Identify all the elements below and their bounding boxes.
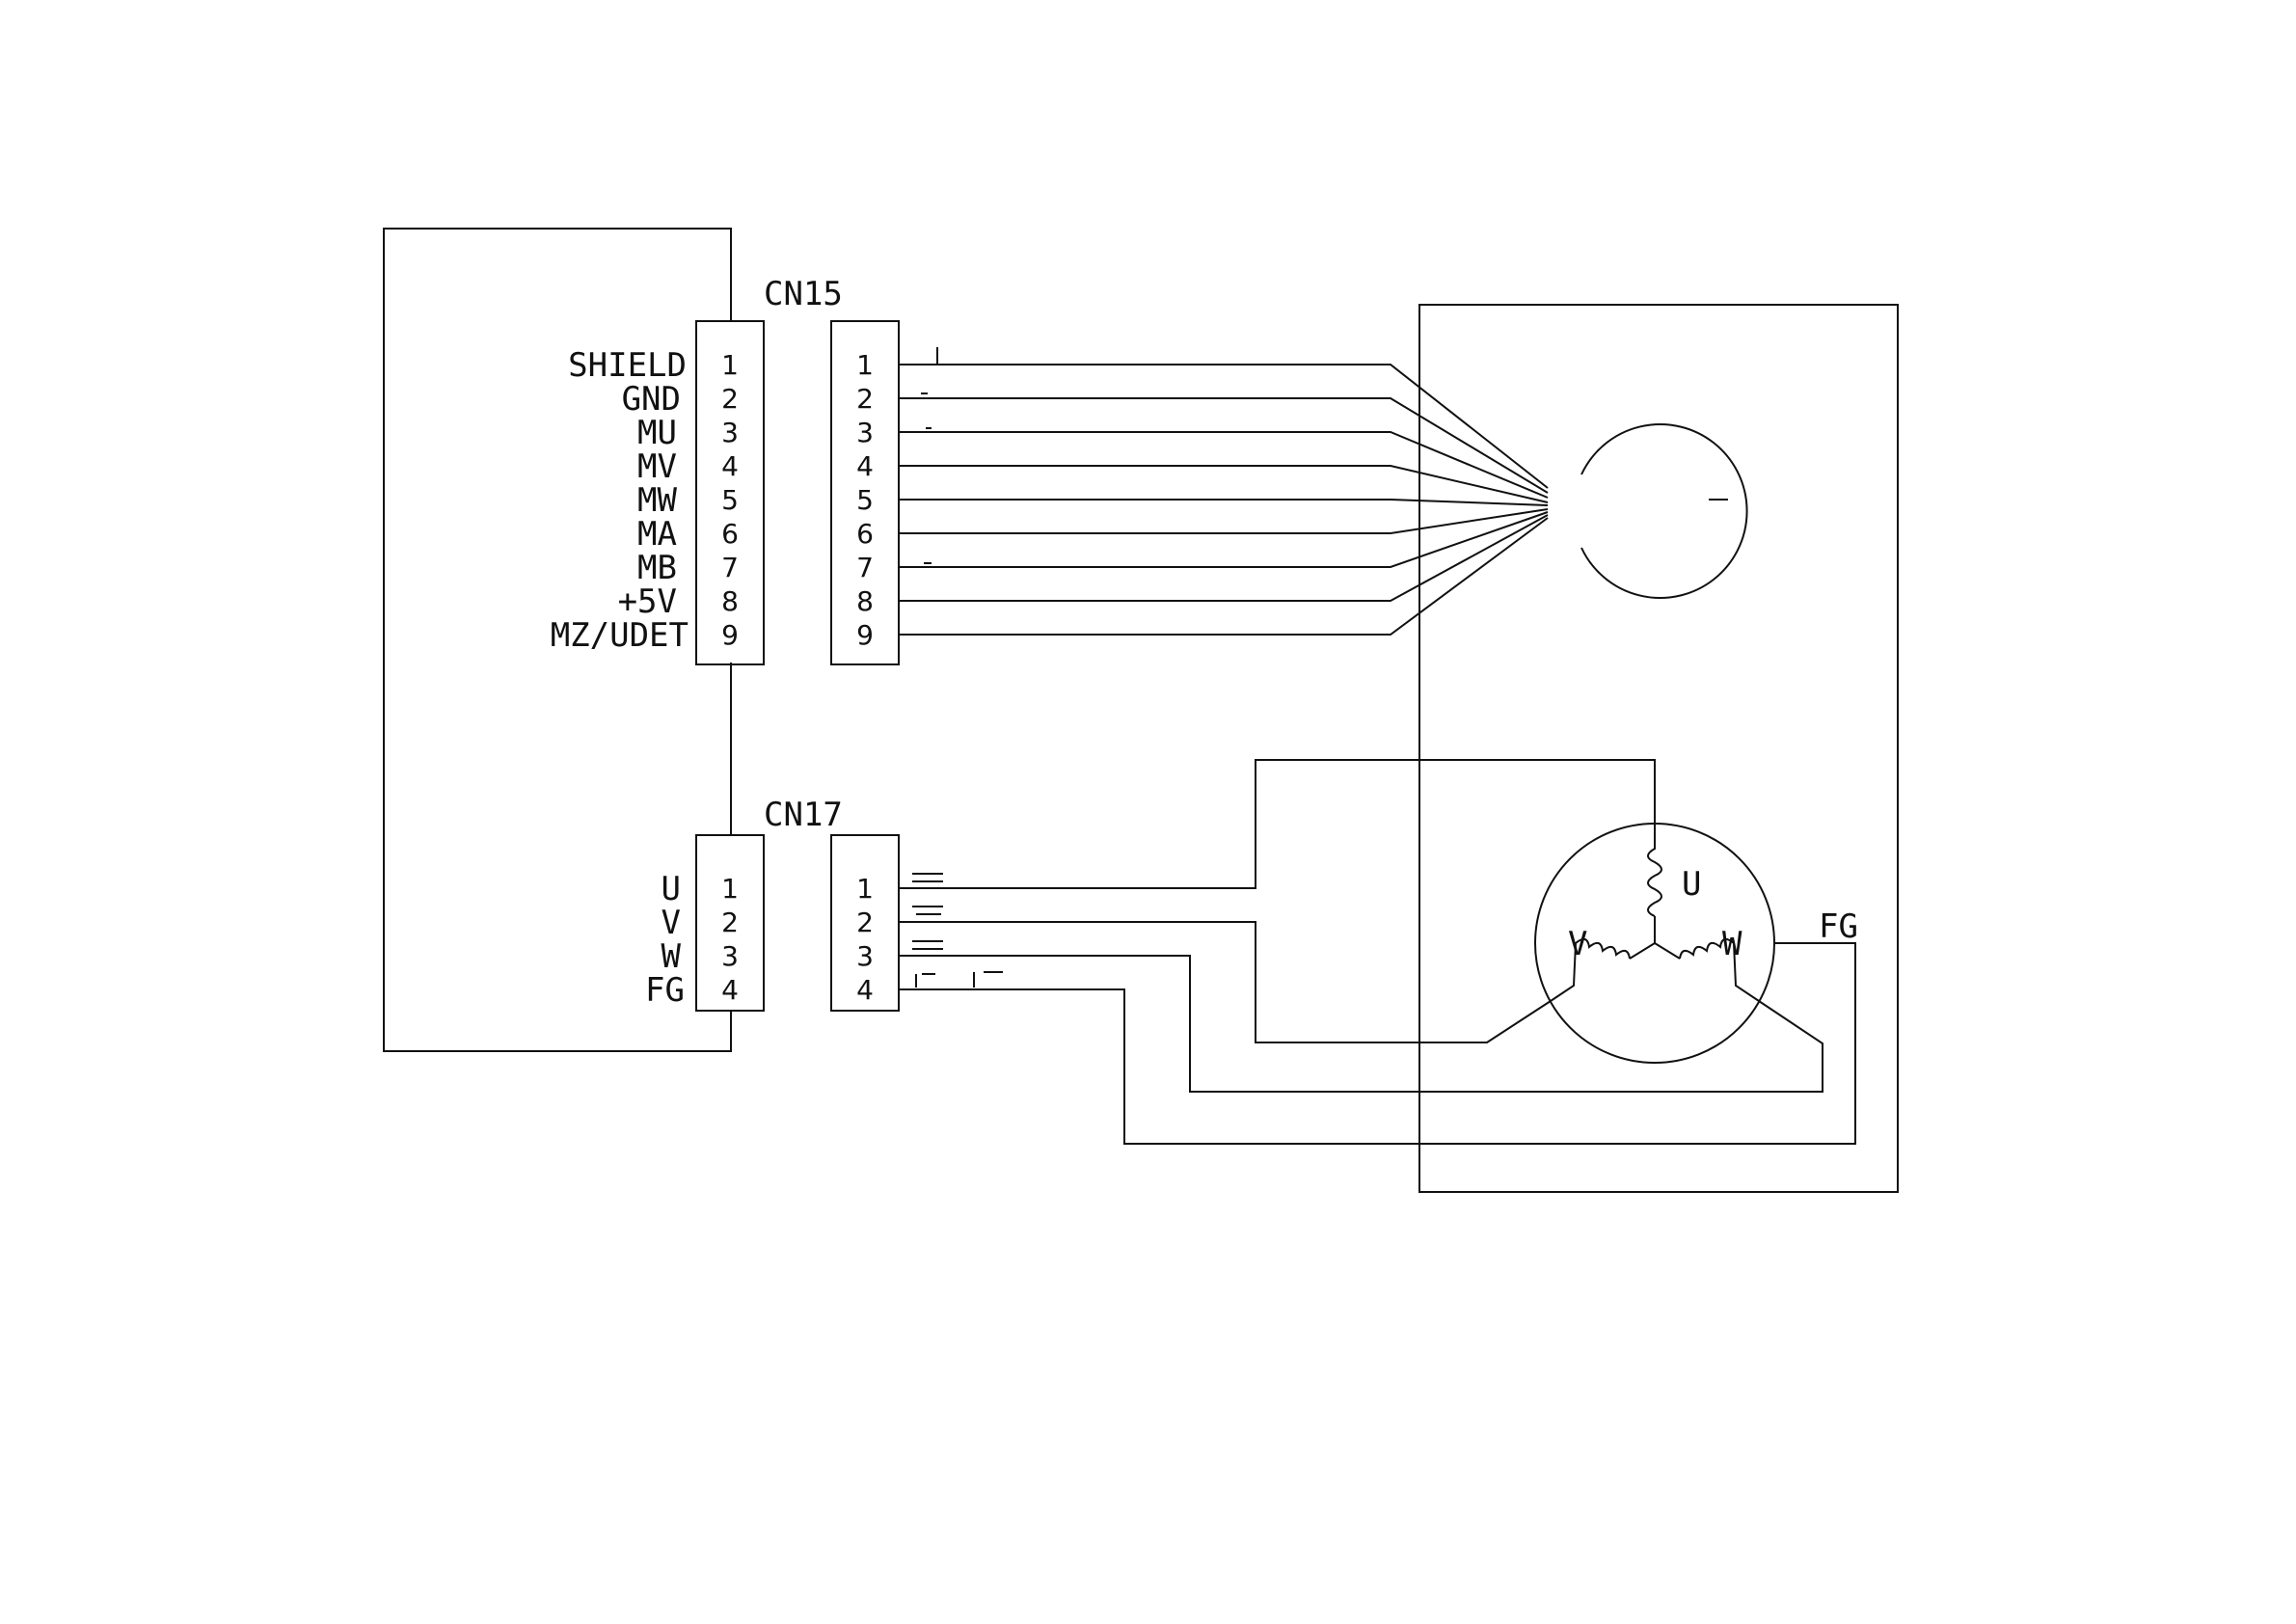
phase-u-label: U xyxy=(1682,865,1701,904)
coil-w xyxy=(1680,939,1759,1001)
cn15-plug-pins: 1 2 3 4 5 6 7 8 9 xyxy=(856,349,874,651)
frame-ground-label: FG xyxy=(1819,907,1858,946)
cn15-signal-mv: MV xyxy=(637,447,677,486)
cn17-signal-fg: FG xyxy=(645,971,685,1010)
encoder-wire xyxy=(937,518,1548,635)
wire-w xyxy=(1003,956,1823,1092)
cn15-signal-mw: MW xyxy=(637,481,677,520)
cn15-r-pin: 2 xyxy=(721,383,739,415)
cn15-p-pin: 8 xyxy=(856,585,874,617)
cn15-signal-labels: SHIELD GND MU MV MW MA MB +5V MZ/UDET xyxy=(551,346,689,655)
cn17-r-pin: 3 xyxy=(721,940,739,972)
encoder-disc xyxy=(1581,424,1747,598)
cn17-r-pin: 2 xyxy=(721,907,739,938)
cn15-r-pin: 5 xyxy=(721,484,739,516)
cn17-p-pin: 4 xyxy=(856,974,874,1006)
cn15-r-pin: 3 xyxy=(721,417,739,448)
power-wires xyxy=(899,760,1855,1144)
cn17-p-pin: 2 xyxy=(856,907,874,938)
cn15-receptacle-pins: 1 2 3 4 5 6 7 8 9 xyxy=(721,349,739,651)
cn15-p-pin: 1 xyxy=(856,349,874,381)
cn17-r-pin: 4 xyxy=(721,974,739,1006)
cn15-r-pin: 8 xyxy=(721,585,739,617)
phase-w-label: W xyxy=(1722,925,1742,963)
cn15-p-pin: 2 xyxy=(856,383,874,415)
cn15-signal-mb: MB xyxy=(637,549,677,587)
cn15-signal-gnd: GND xyxy=(622,380,681,419)
cn15-r-pin: 9 xyxy=(721,619,739,651)
cn17-p-pin: 3 xyxy=(856,940,874,972)
encoder-wire xyxy=(937,515,1548,601)
cn17-receptacle-pins: 1 2 3 4 xyxy=(721,873,739,1006)
cn15-r-pin: 4 xyxy=(721,450,739,482)
cn15-p-pin: 5 xyxy=(856,484,874,516)
cn15-signal-ma: MA xyxy=(637,515,677,554)
motor-enclosure xyxy=(1419,305,1898,1192)
coil-v xyxy=(1551,939,1630,1001)
cn17-signal-v: V xyxy=(662,904,681,942)
cn15-signal-mu: MU xyxy=(637,414,677,452)
cn15-title: CN15 xyxy=(764,275,843,313)
cn15-p-pin: 3 xyxy=(856,417,874,448)
cn15-r-pin: 7 xyxy=(721,552,739,583)
encoder-wire xyxy=(937,500,1548,505)
cn15-p-pin: 9 xyxy=(856,619,874,651)
encoder-wire xyxy=(937,509,1548,533)
cn17-title: CN17 xyxy=(764,796,843,834)
coil-u xyxy=(1648,827,1661,916)
wire-u xyxy=(1003,760,1655,888)
cn15-signal-mz-udet: MZ/UDET xyxy=(551,616,689,655)
cn15-p-pin: 6 xyxy=(856,518,874,550)
wire-v xyxy=(1003,922,1551,1042)
cn15-wire-stubs xyxy=(899,347,937,635)
cn15-signal-5v: +5V xyxy=(618,582,677,621)
cn17-wire-stubs xyxy=(899,874,1003,988)
motor-windings xyxy=(1551,827,1759,1001)
cn15-p-pin: 7 xyxy=(856,552,874,583)
cn17-plug-pins: 1 2 3 4 xyxy=(856,873,874,1006)
phase-v-label: V xyxy=(1568,925,1587,963)
cn17-signal-labels: U V W FG xyxy=(645,870,685,1010)
encoder-wire xyxy=(937,512,1548,567)
cn17-r-pin: 1 xyxy=(721,873,739,905)
encoder-wire xyxy=(937,466,1548,502)
encoder-wires xyxy=(937,365,1548,635)
cn17-signal-u: U xyxy=(662,870,681,908)
encoder-wire xyxy=(937,365,1548,488)
star-point-leg-w xyxy=(1655,943,1680,959)
star-point-leg-v xyxy=(1630,943,1655,959)
encoder-wire xyxy=(937,398,1548,493)
cn15-r-pin: 6 xyxy=(721,518,739,550)
cn15-r-pin: 1 xyxy=(721,349,739,381)
cn15-p-pin: 4 xyxy=(856,450,874,482)
cn17-p-pin: 1 xyxy=(856,873,874,905)
cn15-signal-shield: SHIELD xyxy=(568,346,687,385)
cn17-signal-w: W xyxy=(662,937,682,976)
